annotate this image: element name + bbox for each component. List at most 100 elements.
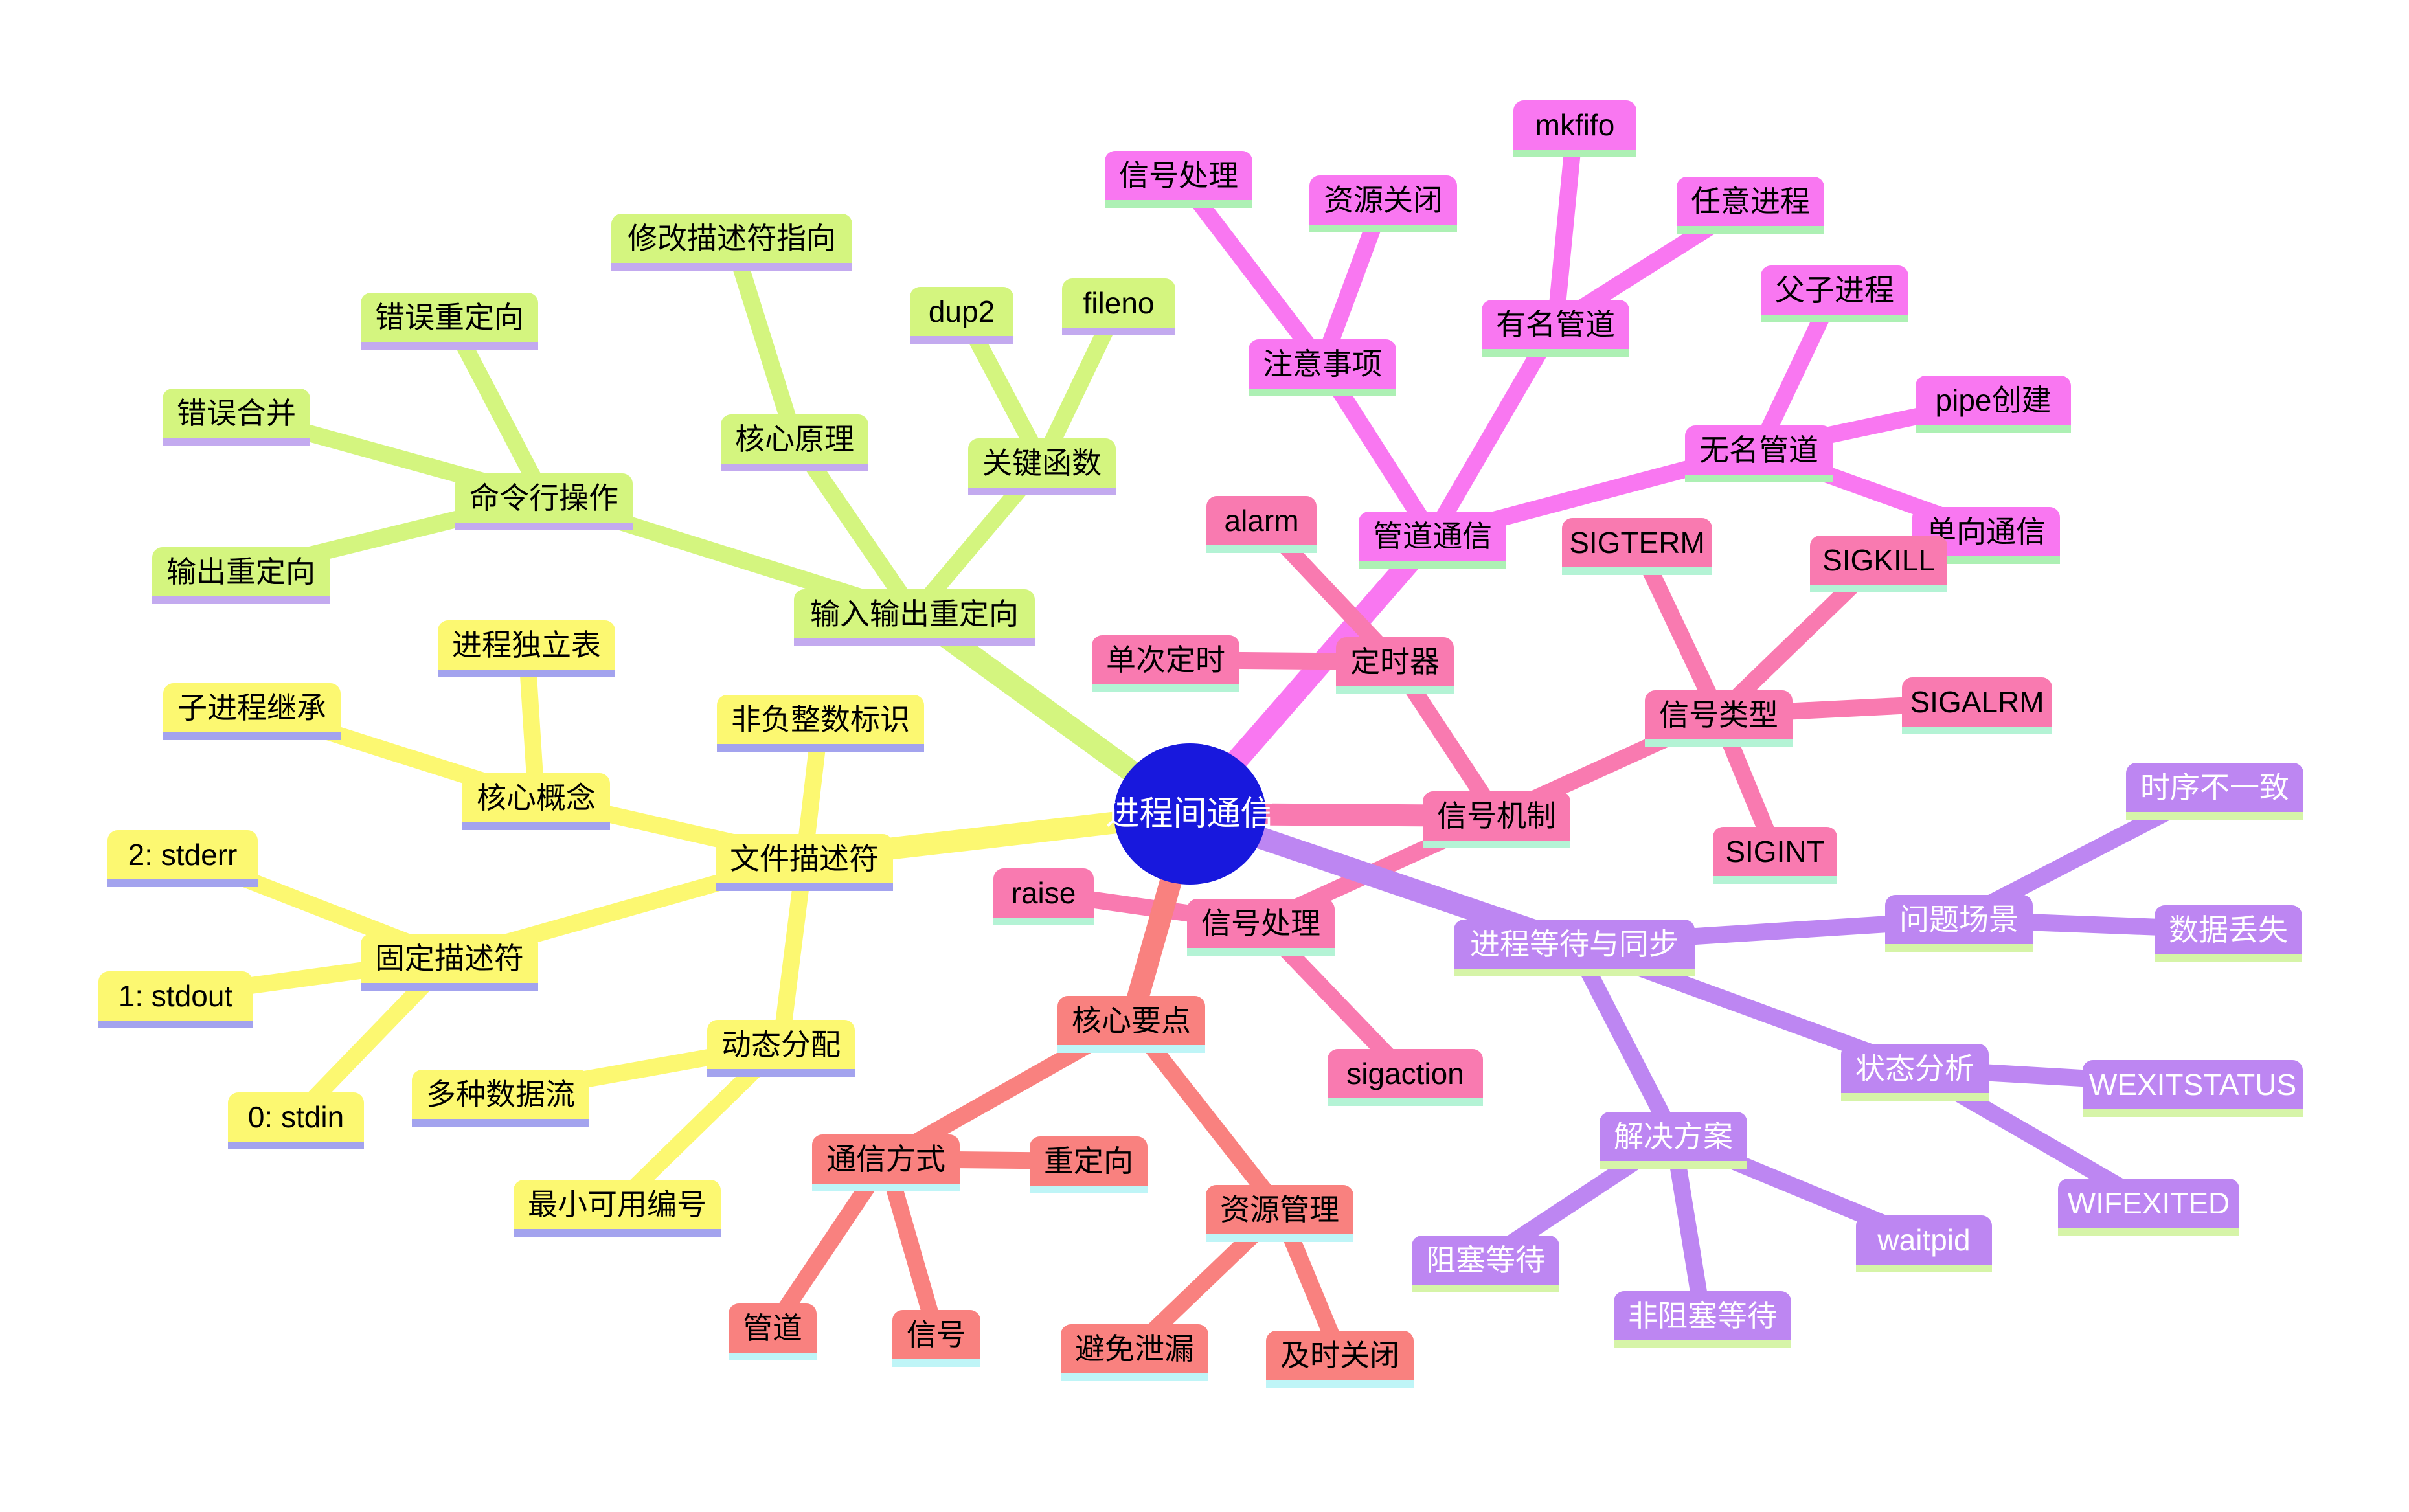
- mindmap-node-wexitstatus[interactable]: WEXITSTATUS: [2083, 1060, 2303, 1117]
- mindmap-node-proc_indep_table[interactable]: 进程独立表: [438, 620, 615, 677]
- mindmap-node-modify_fd_ptr[interactable]: 修改描述符指向: [611, 214, 852, 271]
- mindmap-node-label: 文件描述符: [730, 842, 879, 875]
- mindmap-node-unnamed_pipe[interactable]: 无名管道: [1685, 425, 1833, 482]
- mindmap-node-close_in_time[interactable]: 及时关闭: [1266, 1331, 1414, 1388]
- mindmap-node-label: 最小可用编号: [528, 1188, 707, 1221]
- mindmap-node-alarm[interactable]: alarm: [1206, 496, 1317, 553]
- mindmap-node-signal_handle_mid[interactable]: 信号处理: [1187, 899, 1335, 956]
- mindmap-node-avoid_leak[interactable]: 避免泄漏: [1061, 1324, 1208, 1381]
- mindmap-node-fileno[interactable]: fileno: [1062, 278, 1175, 335]
- mindmap-node-comm_methods[interactable]: 通信方式: [812, 1134, 960, 1191]
- mindmap-node-underline: [717, 744, 924, 752]
- mindmap-node-underline: [1061, 1373, 1208, 1381]
- mindmap-node-underline: [1856, 1265, 1992, 1272]
- mindmap-node-underline: [361, 983, 538, 991]
- mindmap-node-err_redirect[interactable]: 错误重定向: [361, 293, 538, 350]
- mindmap-node-label: 进程等待与同步: [1470, 927, 1679, 961]
- mindmap-node-underline: [1105, 200, 1252, 208]
- mindmap-node-underline: [1309, 225, 1457, 232]
- mindmap-node-underline: [1062, 328, 1175, 335]
- mindmap-node-label: 阻塞等待: [1426, 1243, 1545, 1277]
- mindmap-node-core_points[interactable]: 核心要点: [1057, 996, 1205, 1053]
- mindmap-node-nonneg_int_id[interactable]: 非负整数标识: [717, 695, 924, 752]
- mindmap-node-once_timer[interactable]: 单次定时: [1092, 635, 1239, 692]
- mindmap-node-fd_stdout[interactable]: 1: stdout: [98, 971, 253, 1028]
- mindmap-node-data_loss[interactable]: 数据丢失: [2155, 905, 2302, 962]
- mindmap-node-label: 及时关闭: [1280, 1338, 1399, 1372]
- mindmap-node-label: 避免泄漏: [1075, 1332, 1194, 1366]
- mindmap-node-label: fileno: [1083, 286, 1155, 320]
- mindmap-node-underline: [1685, 475, 1833, 482]
- mindmap-node-fixed_desc[interactable]: 固定描述符: [361, 934, 538, 991]
- mindmap-node-wifexited[interactable]: WIFEXITED: [2058, 1179, 2239, 1236]
- mindmap-node-sigterm[interactable]: SIGTERM: [1562, 518, 1712, 575]
- mindmap-node-fd_stdin[interactable]: 0: stdin: [228, 1092, 364, 1149]
- mindmap-node-label: 1: stdout: [118, 979, 233, 1013]
- mindmap-node-signal_types[interactable]: 信号类型: [1645, 690, 1793, 747]
- mindmap-node-fd_stderr[interactable]: 2: stderr: [107, 830, 258, 887]
- mindmap-node-key_funcs[interactable]: 关键函数: [968, 438, 1116, 495]
- mindmap-node-file_desc[interactable]: 文件描述符: [716, 834, 893, 891]
- mindmap-node-multi_streams[interactable]: 多种数据流: [412, 1070, 589, 1127]
- mindmap-node-underline: [1482, 349, 1629, 357]
- mindmap-node-underline: [1423, 841, 1570, 848]
- mindmap-node-pipe_comm[interactable]: 管道通信: [1359, 512, 1506, 569]
- mindmap-node-sigkill[interactable]: SIGKILL: [1810, 536, 1947, 592]
- mindmap-node-notes[interactable]: 注意事项: [1249, 339, 1396, 396]
- mindmap-node-err_merge[interactable]: 错误合并: [163, 389, 310, 446]
- mindmap-node-label: sigaction: [1346, 1057, 1464, 1090]
- mindmap-node-label: 资源关闭: [1324, 183, 1443, 217]
- mindmap-node-waitpid[interactable]: waitpid: [1856, 1215, 1992, 1272]
- mindmap-node-block_wait[interactable]: 阻塞等待: [1412, 1236, 1559, 1292]
- mindmap-node-label: mkfifo: [1535, 108, 1615, 142]
- mindmap-node-label: WIFEXITED: [2067, 1186, 2230, 1220]
- mindmap-node-label: 管道: [743, 1311, 802, 1345]
- mindmap-node-underline: [1761, 315, 1908, 322]
- mindmap-node-status_analysis[interactable]: 状态分析: [1841, 1044, 1989, 1101]
- mindmap-node-label: 核心原理: [735, 422, 854, 456]
- mindmap-node-signal[interactable]: 信号: [892, 1310, 980, 1367]
- mindmap-node-nonblock_wait[interactable]: 非阻塞等待: [1614, 1291, 1791, 1348]
- mindmap-node-underline: [1249, 389, 1396, 396]
- mindmap-node-label: dup2: [928, 295, 995, 328]
- mindmap-node-root[interactable]: 进程间通信: [1106, 743, 1274, 885]
- mindmap-node-pipe[interactable]: 管道: [729, 1303, 817, 1360]
- mindmap-node-child_inherit[interactable]: 子进程继承: [163, 683, 341, 740]
- mindmap-node-core_principle[interactable]: 核心原理: [721, 414, 868, 471]
- mindmap-node-solution[interactable]: 解决方案: [1600, 1112, 1747, 1169]
- mindmap-node-io_redirect[interactable]: 输入输出重定向: [794, 589, 1035, 646]
- mindmap-node-dyn_alloc[interactable]: 动态分配: [707, 1020, 855, 1077]
- mindmap-node-raise[interactable]: raise: [993, 868, 1094, 925]
- mindmap-node-label: SIGINT: [1725, 835, 1825, 868]
- mindmap-node-named_pipe[interactable]: 有名管道: [1482, 300, 1629, 357]
- mindmap-node-parent_child[interactable]: 父子进程: [1761, 265, 1908, 322]
- mindmap-node-label: 输入输出重定向: [810, 597, 1019, 631]
- mindmap-node-pipe_create[interactable]: pipe创建: [1916, 376, 2071, 433]
- mindmap-node-underline: [729, 1353, 817, 1360]
- mindmap-node-mkfifo[interactable]: mkfifo: [1513, 100, 1636, 157]
- mindmap-node-label: 错误重定向: [375, 300, 524, 334]
- mindmap-node-redirect[interactable]: 重定向: [1030, 1136, 1148, 1193]
- mindmap-node-proc_wait_sync[interactable]: 进程等待与同步: [1454, 920, 1695, 976]
- mindmap-node-underline: [1030, 1186, 1148, 1193]
- mindmap-node-sigint[interactable]: SIGINT: [1713, 827, 1837, 884]
- mindmap-node-timer[interactable]: 定时器: [1336, 637, 1454, 694]
- mindmap-node-label: 修改描述符指向: [628, 221, 836, 255]
- mindmap-node-sigalrm[interactable]: SIGALRM: [1902, 677, 2052, 734]
- mindmap-node-any_process[interactable]: 任意进程: [1677, 177, 1824, 234]
- mindmap-node-out_redirect[interactable]: 输出重定向: [152, 547, 330, 604]
- mindmap-node-signal_handle_top[interactable]: 信号处理: [1105, 151, 1252, 208]
- mindmap-node-resource_close[interactable]: 资源关闭: [1309, 175, 1457, 232]
- mindmap-node-core_concept[interactable]: 核心概念: [462, 773, 610, 830]
- mindmap-node-problem_scene[interactable]: 问题场景: [1885, 895, 2033, 952]
- mindmap-node-sigaction[interactable]: sigaction: [1328, 1049, 1483, 1106]
- mindmap-node-underline: [910, 336, 1013, 344]
- mindmap-node-resource_mgmt[interactable]: 资源管理: [1206, 1185, 1353, 1242]
- mindmap-node-label: 定时器: [1350, 645, 1440, 679]
- mindmap-node-dup2[interactable]: dup2: [910, 287, 1013, 344]
- mindmap-node-timing_inconsistent[interactable]: 时序不一致: [2126, 763, 2303, 820]
- mindmap-node-signal_mech[interactable]: 信号机制: [1423, 791, 1570, 848]
- mindmap-node-min_avail_num[interactable]: 最小可用编号: [514, 1180, 721, 1237]
- mindmap-node-cmdline_ops[interactable]: 命令行操作: [455, 473, 633, 530]
